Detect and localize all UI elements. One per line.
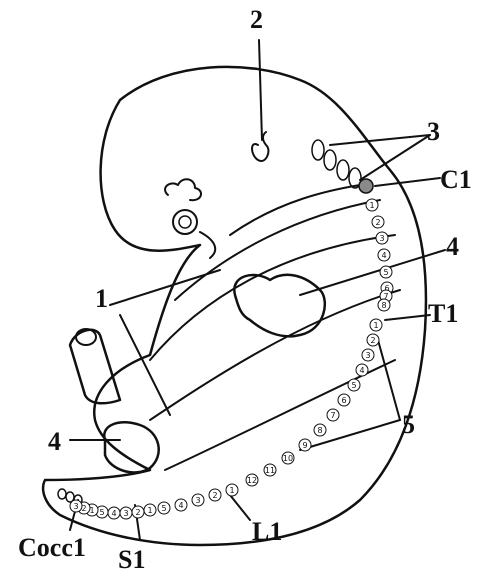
label-t1: T1 (428, 299, 458, 328)
cervical-segment-number: 1 (369, 201, 374, 210)
pharyngeal-arch (200, 232, 215, 258)
thoracic-segment-number: 12 (247, 476, 257, 485)
c1-marker (359, 179, 373, 193)
nasal-region (165, 179, 201, 200)
thoracic-segment-number: 5 (351, 381, 356, 390)
lumbar-segment-number: 2 (212, 491, 217, 500)
label-cocc1: Cocc1 (18, 533, 86, 562)
otic-vesicle (252, 132, 268, 161)
thoracic-segment-number: 7 (330, 411, 335, 420)
upper-limb-bud (234, 275, 324, 337)
thoracic-segment-number: 10 (283, 454, 293, 463)
cervical-segment-number: 3 (379, 234, 384, 243)
cervical-segments (312, 140, 361, 188)
coccygeal-segment-number: 3 (73, 502, 78, 511)
thoracic-segment-number: 4 (359, 366, 364, 375)
cervical-segment-number: 5 (383, 268, 388, 277)
label-3: 3 (427, 117, 440, 146)
sacral-segment-number: 2 (135, 508, 140, 517)
sacral-segment-number: 3 (123, 509, 128, 518)
thoracic-segment-number: 11 (265, 466, 275, 475)
sacral-segment-number: 1 (147, 506, 152, 515)
label-1: 1 (95, 284, 108, 313)
thoracic-segment-number: 2 (370, 336, 375, 345)
thoracic-segment-number: 3 (365, 351, 370, 360)
lumbar-segment-number: 4 (178, 501, 183, 510)
sacral-segment-number: 4 (111, 509, 116, 518)
label-5: 5 (402, 410, 415, 439)
thoracic-segment-number: 9 (302, 441, 307, 450)
thoracic-segment-number: 8 (317, 426, 322, 435)
sacral-segment-number: 5 (99, 508, 104, 517)
label-s1: S1 (118, 545, 145, 573)
lens (179, 216, 191, 228)
label-c1: C1 (440, 165, 472, 194)
label-4-upper: 4 (446, 232, 459, 261)
cervical-segment-number: 4 (381, 251, 386, 260)
lumbar-segment-number: 1 (229, 486, 234, 495)
thoracic-segment-number: 6 (341, 396, 346, 405)
label-2: 2 (250, 5, 263, 34)
cervical-segment-number: 8 (381, 301, 386, 310)
thoracic-segment-number: 1 (373, 321, 378, 330)
label-l1: L1 (252, 517, 282, 546)
label-4-lower: 4 (48, 427, 61, 456)
lumbar-segment-number: 3 (195, 496, 200, 505)
cervical-segment-number: 2 (375, 218, 380, 227)
lumbar-segment-number: 5 (161, 504, 166, 513)
optic-cup (173, 210, 197, 234)
